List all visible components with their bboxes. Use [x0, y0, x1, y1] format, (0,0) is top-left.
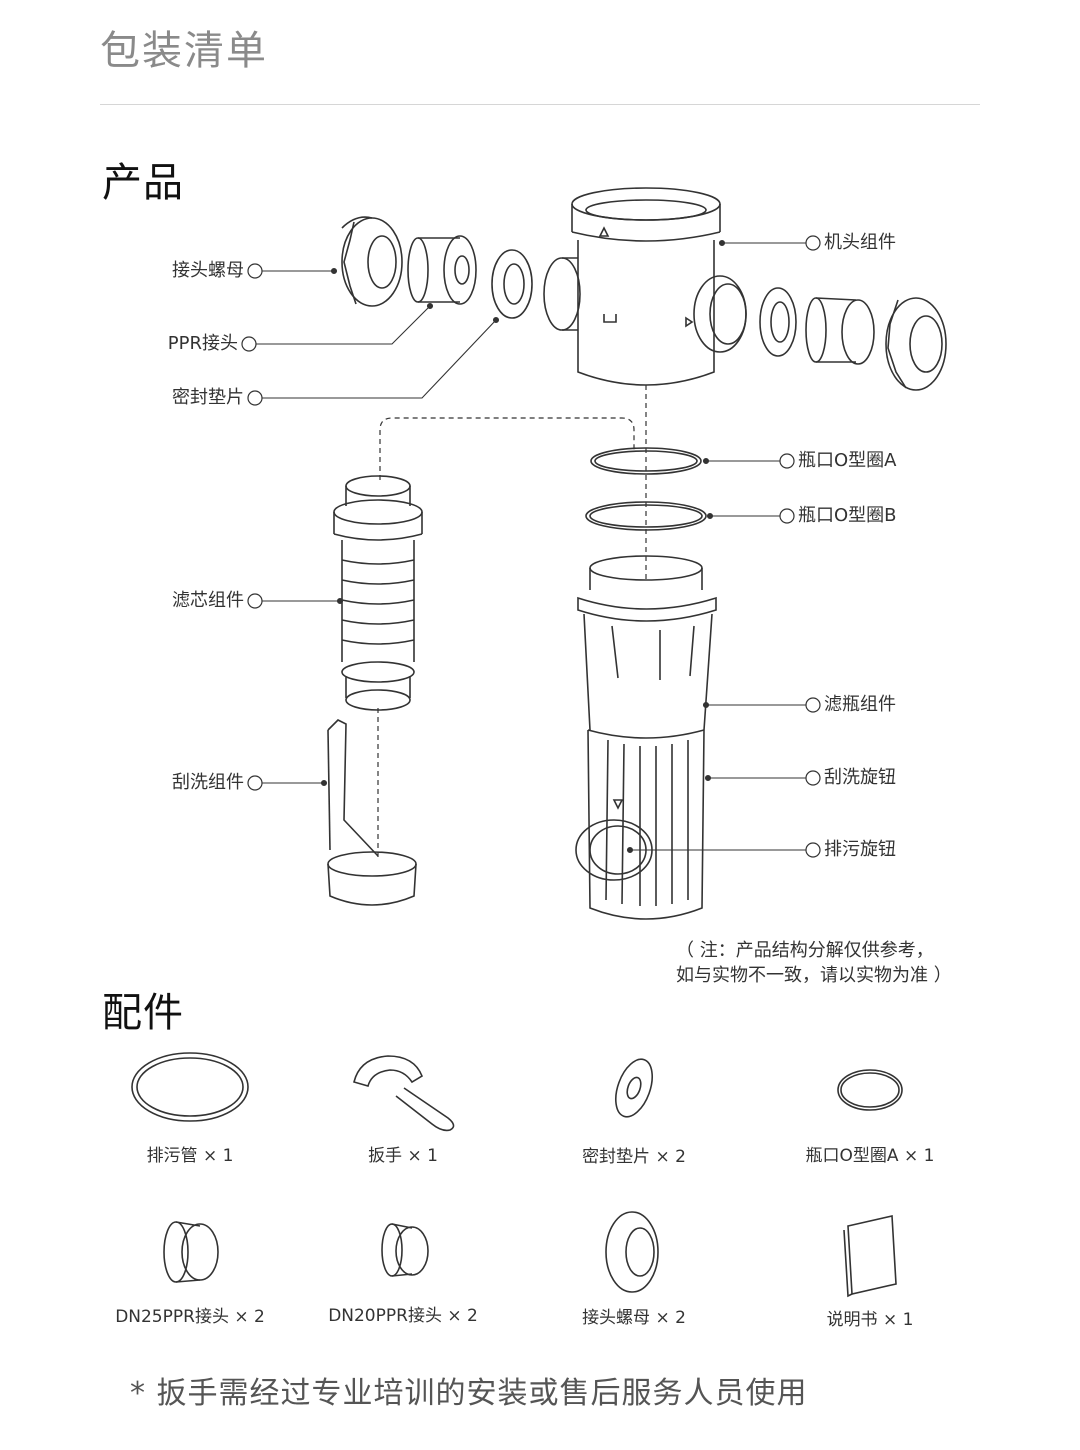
ppr-connector-left-drawing	[407, 235, 477, 305]
accessory-nut-drawing	[605, 1211, 659, 1293]
accessory-label-drain-hose: 排污管 × 1	[146, 1146, 234, 1166]
note-line-2: 如与实物不一致，请以实物为准 ）	[676, 965, 952, 986]
accessory-label-wrench: 扳手 × 1	[368, 1146, 438, 1166]
leader-lines-left	[256, 267, 500, 787]
label-ppr-connector: PPR接头	[167, 333, 238, 354]
label-connector-nut: 接头螺母	[172, 260, 244, 281]
label-scraper-assembly: 刮洗组件	[172, 772, 244, 793]
guide-dashed-line	[379, 417, 635, 480]
accessory-label-seal-washer: 密封垫片 × 2	[582, 1147, 686, 1167]
accessory-manual-drawing	[843, 1215, 897, 1298]
section-title-accessories: 配件	[102, 990, 184, 1036]
filter-cartridge-drawing	[333, 475, 423, 711]
o-ring-b-drawing	[585, 501, 707, 531]
head-assembly-drawing	[543, 187, 747, 386]
label-markers	[241, 235, 821, 858]
label-scraper-knob: 刮洗旋钮	[824, 767, 896, 788]
right-parts-drawing	[759, 287, 947, 391]
accessory-dn25-drawing	[163, 1221, 219, 1283]
accessory-label-o-ring: 瓶口O型圈A × 1	[805, 1146, 935, 1166]
note-line-1: （ 注：产品结构分解仅供参考，	[676, 940, 934, 961]
accessory-label-nut: 接头螺母 × 2	[582, 1308, 686, 1328]
label-o-ring-b: 瓶口O型圈B	[798, 505, 897, 526]
label-filter-bottle: 滤瓶组件	[824, 694, 896, 715]
accessory-wrench-drawing	[353, 1055, 455, 1132]
label-seal-washer: 密封垫片	[172, 387, 244, 408]
label-filter-cartridge: 滤芯组件	[172, 590, 244, 611]
leader-lines-right	[626, 239, 806, 854]
section-title-product: 产品	[102, 160, 184, 206]
accessory-drain-hose-drawing	[131, 1052, 249, 1122]
accessory-o-ring-drawing	[837, 1069, 903, 1111]
label-drain-knob: 排污旋钮	[824, 839, 896, 860]
footnote: * 扳手需经过专业培训的安装或售后服务人员使用	[130, 1376, 808, 1411]
accessory-label-manual: 说明书 × 1	[826, 1310, 914, 1330]
seal-washer-left-drawing	[491, 249, 533, 319]
accessory-label-dn20: DN20PPR接头 × 2	[328, 1306, 478, 1326]
filter-bottle-drawing	[575, 555, 717, 920]
page-title: 包装清单	[100, 28, 268, 74]
label-head-assembly: 机头组件	[824, 232, 896, 253]
accessory-label-dn25: DN25PPR接头 × 2	[115, 1307, 265, 1327]
accessory-dn20-drawing	[381, 1223, 429, 1277]
scraper-drawing	[327, 719, 417, 906]
label-o-ring-a: 瓶口O型圈A	[798, 450, 897, 471]
accessory-seal-washer-drawing	[614, 1058, 654, 1118]
connector-nut-left-drawing	[341, 216, 403, 307]
divider	[100, 104, 980, 105]
o-ring-a-drawing	[590, 447, 702, 475]
